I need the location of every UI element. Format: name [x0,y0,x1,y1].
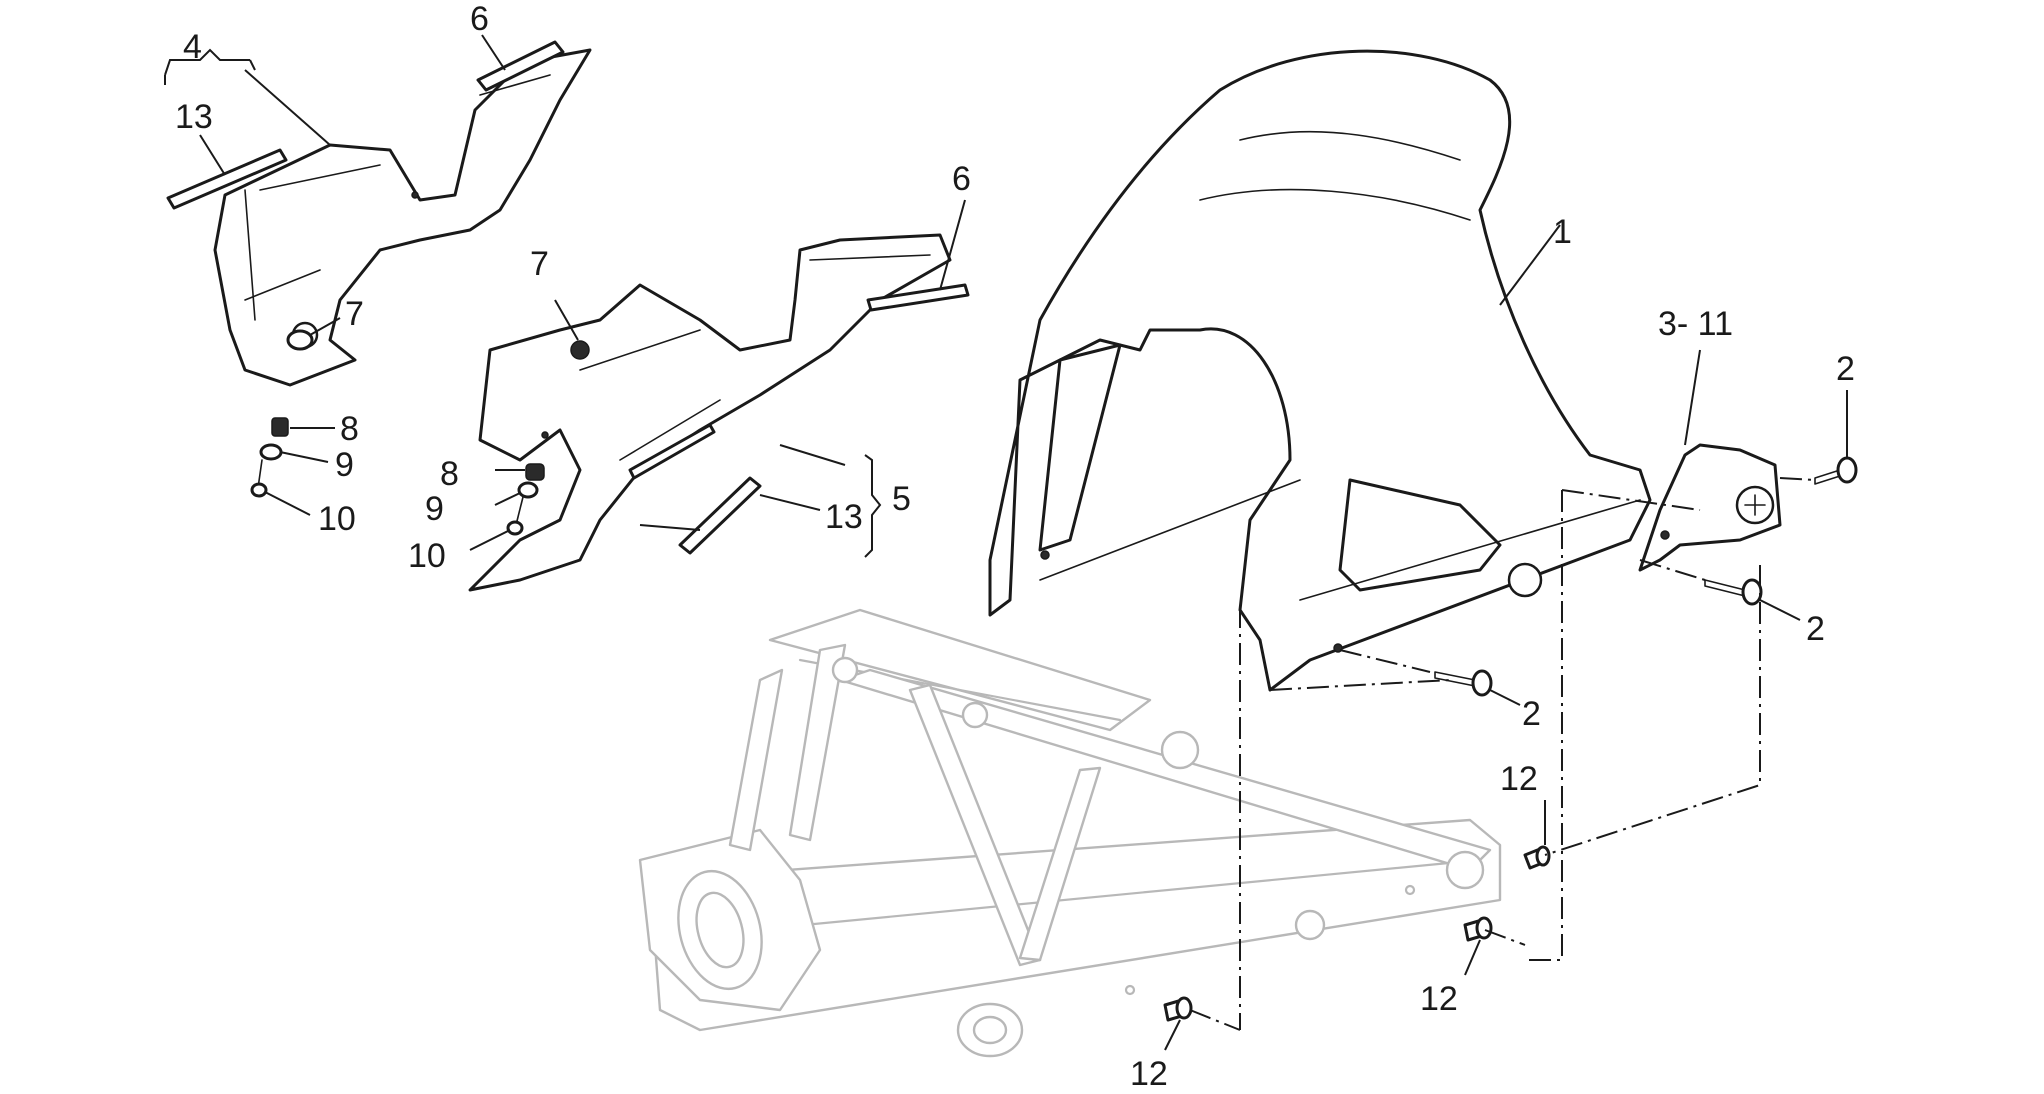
washer-9-middle [517,481,539,499]
bushing-12-mid [1463,916,1493,942]
callout-7-middle: 7 [530,245,549,283]
callout-10-left: 10 [318,500,356,538]
screw-10-left [250,459,268,498]
callout-8-middle: 8 [440,455,459,493]
callout-9-left: 9 [335,446,354,484]
part-3-11-bracket [1638,443,1782,572]
callout-10-middle: 10 [408,537,446,575]
bushing-12-right [1523,845,1551,870]
callout-3-11: 3- 11 [1658,305,1733,343]
callout-6-right: 6 [952,160,971,198]
callout-13-middle: 13 [825,498,863,536]
screw-2-center [1434,669,1493,697]
callout-12-mid: 12 [1420,980,1458,1018]
callout-5: 5 [892,480,911,518]
callout-2-right: 2 [1806,610,1825,648]
screw-2-right-top [1814,456,1858,485]
part-4-left-cover [213,48,592,387]
screw-2-right-mid [1704,578,1763,606]
callout-6-left: 6 [470,0,489,38]
callout-8-left: 8 [340,410,359,448]
callout-2-top-right: 2 [1836,350,1855,388]
bushing-12-left [1163,996,1193,1022]
callout-9-middle: 9 [425,490,444,528]
callout-2-center: 2 [1522,695,1541,733]
strip-6-left [476,40,565,92]
spacer-8-left [271,417,289,437]
part-5-middle-cover [468,233,952,592]
callout-4: 4 [183,28,202,66]
leader-lines [164,34,1848,1051]
callout-12-bottom: 12 [1130,1055,1168,1089]
callout-13-left: 13 [175,98,213,136]
callouts: 1 2 2 2 3- 11 4 5 6 6 7 7 8 8 9 9 10 10 … [175,0,1855,1093]
callout-12-right: 12 [1500,760,1538,798]
grommet-7-left [286,329,314,351]
screw-10-middle [506,496,524,536]
spacer-8-middle [525,463,545,481]
strip-13-left [166,148,288,210]
strip-13-middle [678,476,762,555]
part-1-rear-guard [988,49,1652,692]
assembly-lines [1189,477,1816,1031]
callout-1: 1 [1553,213,1572,251]
swingarm [638,608,1502,1058]
strip-6-right [866,283,970,312]
washer-9-left [259,443,283,461]
callout-7-left: 7 [345,295,364,333]
